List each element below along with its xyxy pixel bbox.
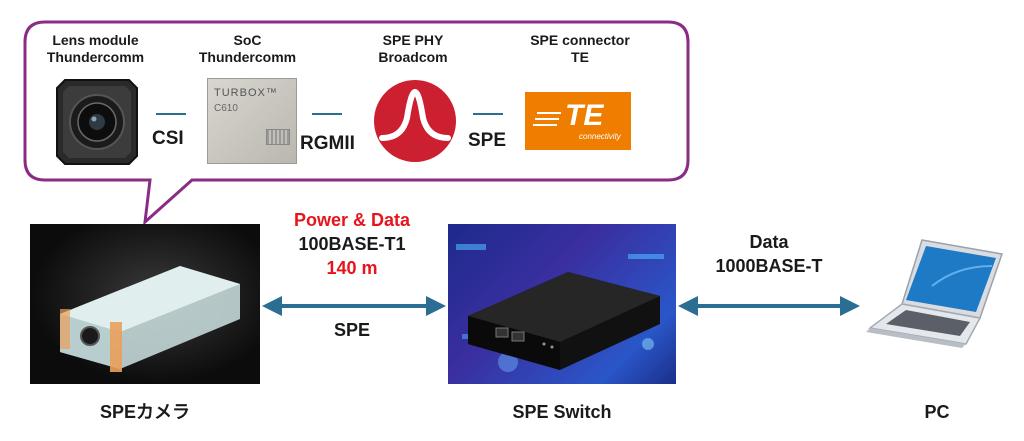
chip-brand-text: TURBOX™ [214, 87, 278, 99]
chip-qr-mark [266, 129, 290, 145]
spe-module-label: SPE [468, 130, 507, 151]
soc-label: SoC Thundercomm [180, 32, 315, 66]
pc-caption: PC [924, 402, 950, 422]
lens-label-line1: Lens module [52, 32, 139, 48]
phy-label-line1: SPE PHY [382, 32, 444, 48]
camera-switch-link-label: Power & Data 100BASE-T1 140 m [262, 208, 442, 280]
1000base-t-text: 1000BASE-T [715, 256, 823, 276]
te-logo-text: TE [565, 99, 604, 132]
soc-label-line2: Thundercomm [198, 49, 297, 65]
broadcom-logo [372, 78, 458, 164]
rgmii-link-line [312, 113, 342, 115]
switch-caption: SPE Switch [512, 402, 612, 422]
csi-label: CSI [152, 128, 184, 149]
lens-module-label: Lens module Thundercomm [28, 32, 163, 66]
switch-pc-link-label: Data 1000BASE-T [682, 230, 856, 278]
te-logo-subtext: connectivity [579, 132, 621, 141]
connector-label-line1: SPE connector [530, 32, 630, 48]
phy-label-line2: Broadcom [378, 49, 448, 65]
phy-label: SPE PHY Broadcom [348, 32, 478, 66]
camera-caption: SPEカメラ [99, 402, 191, 422]
connector-label-line2: TE [571, 49, 589, 65]
power-data-text: Power & Data [293, 210, 411, 230]
soc-label-line1: SoC [233, 32, 262, 48]
100base-t1-text: 100BASE-T1 [298, 234, 406, 254]
distance-text: 140 m [326, 258, 378, 278]
callout-outline [23, 20, 690, 226]
data-text: Data [749, 232, 789, 252]
lens-label-line2: Thundercomm [46, 49, 145, 65]
rgmii-label: RGMII [300, 133, 355, 154]
te-logo: TE connectivity [525, 92, 631, 150]
chip-model-text: C610 [214, 103, 238, 114]
spe-link-label: SPE [333, 320, 371, 340]
pc-laptop-image [862, 236, 1007, 351]
connector-label: SPE connector TE [510, 32, 650, 66]
spe-camera-image [30, 224, 260, 384]
soc-chip-image: TURBOX™ C610 [207, 78, 297, 164]
spe-switch-image [448, 224, 676, 384]
lens-module-image [55, 78, 139, 166]
csi-link-line [156, 113, 186, 115]
spe-link-line [473, 113, 503, 115]
